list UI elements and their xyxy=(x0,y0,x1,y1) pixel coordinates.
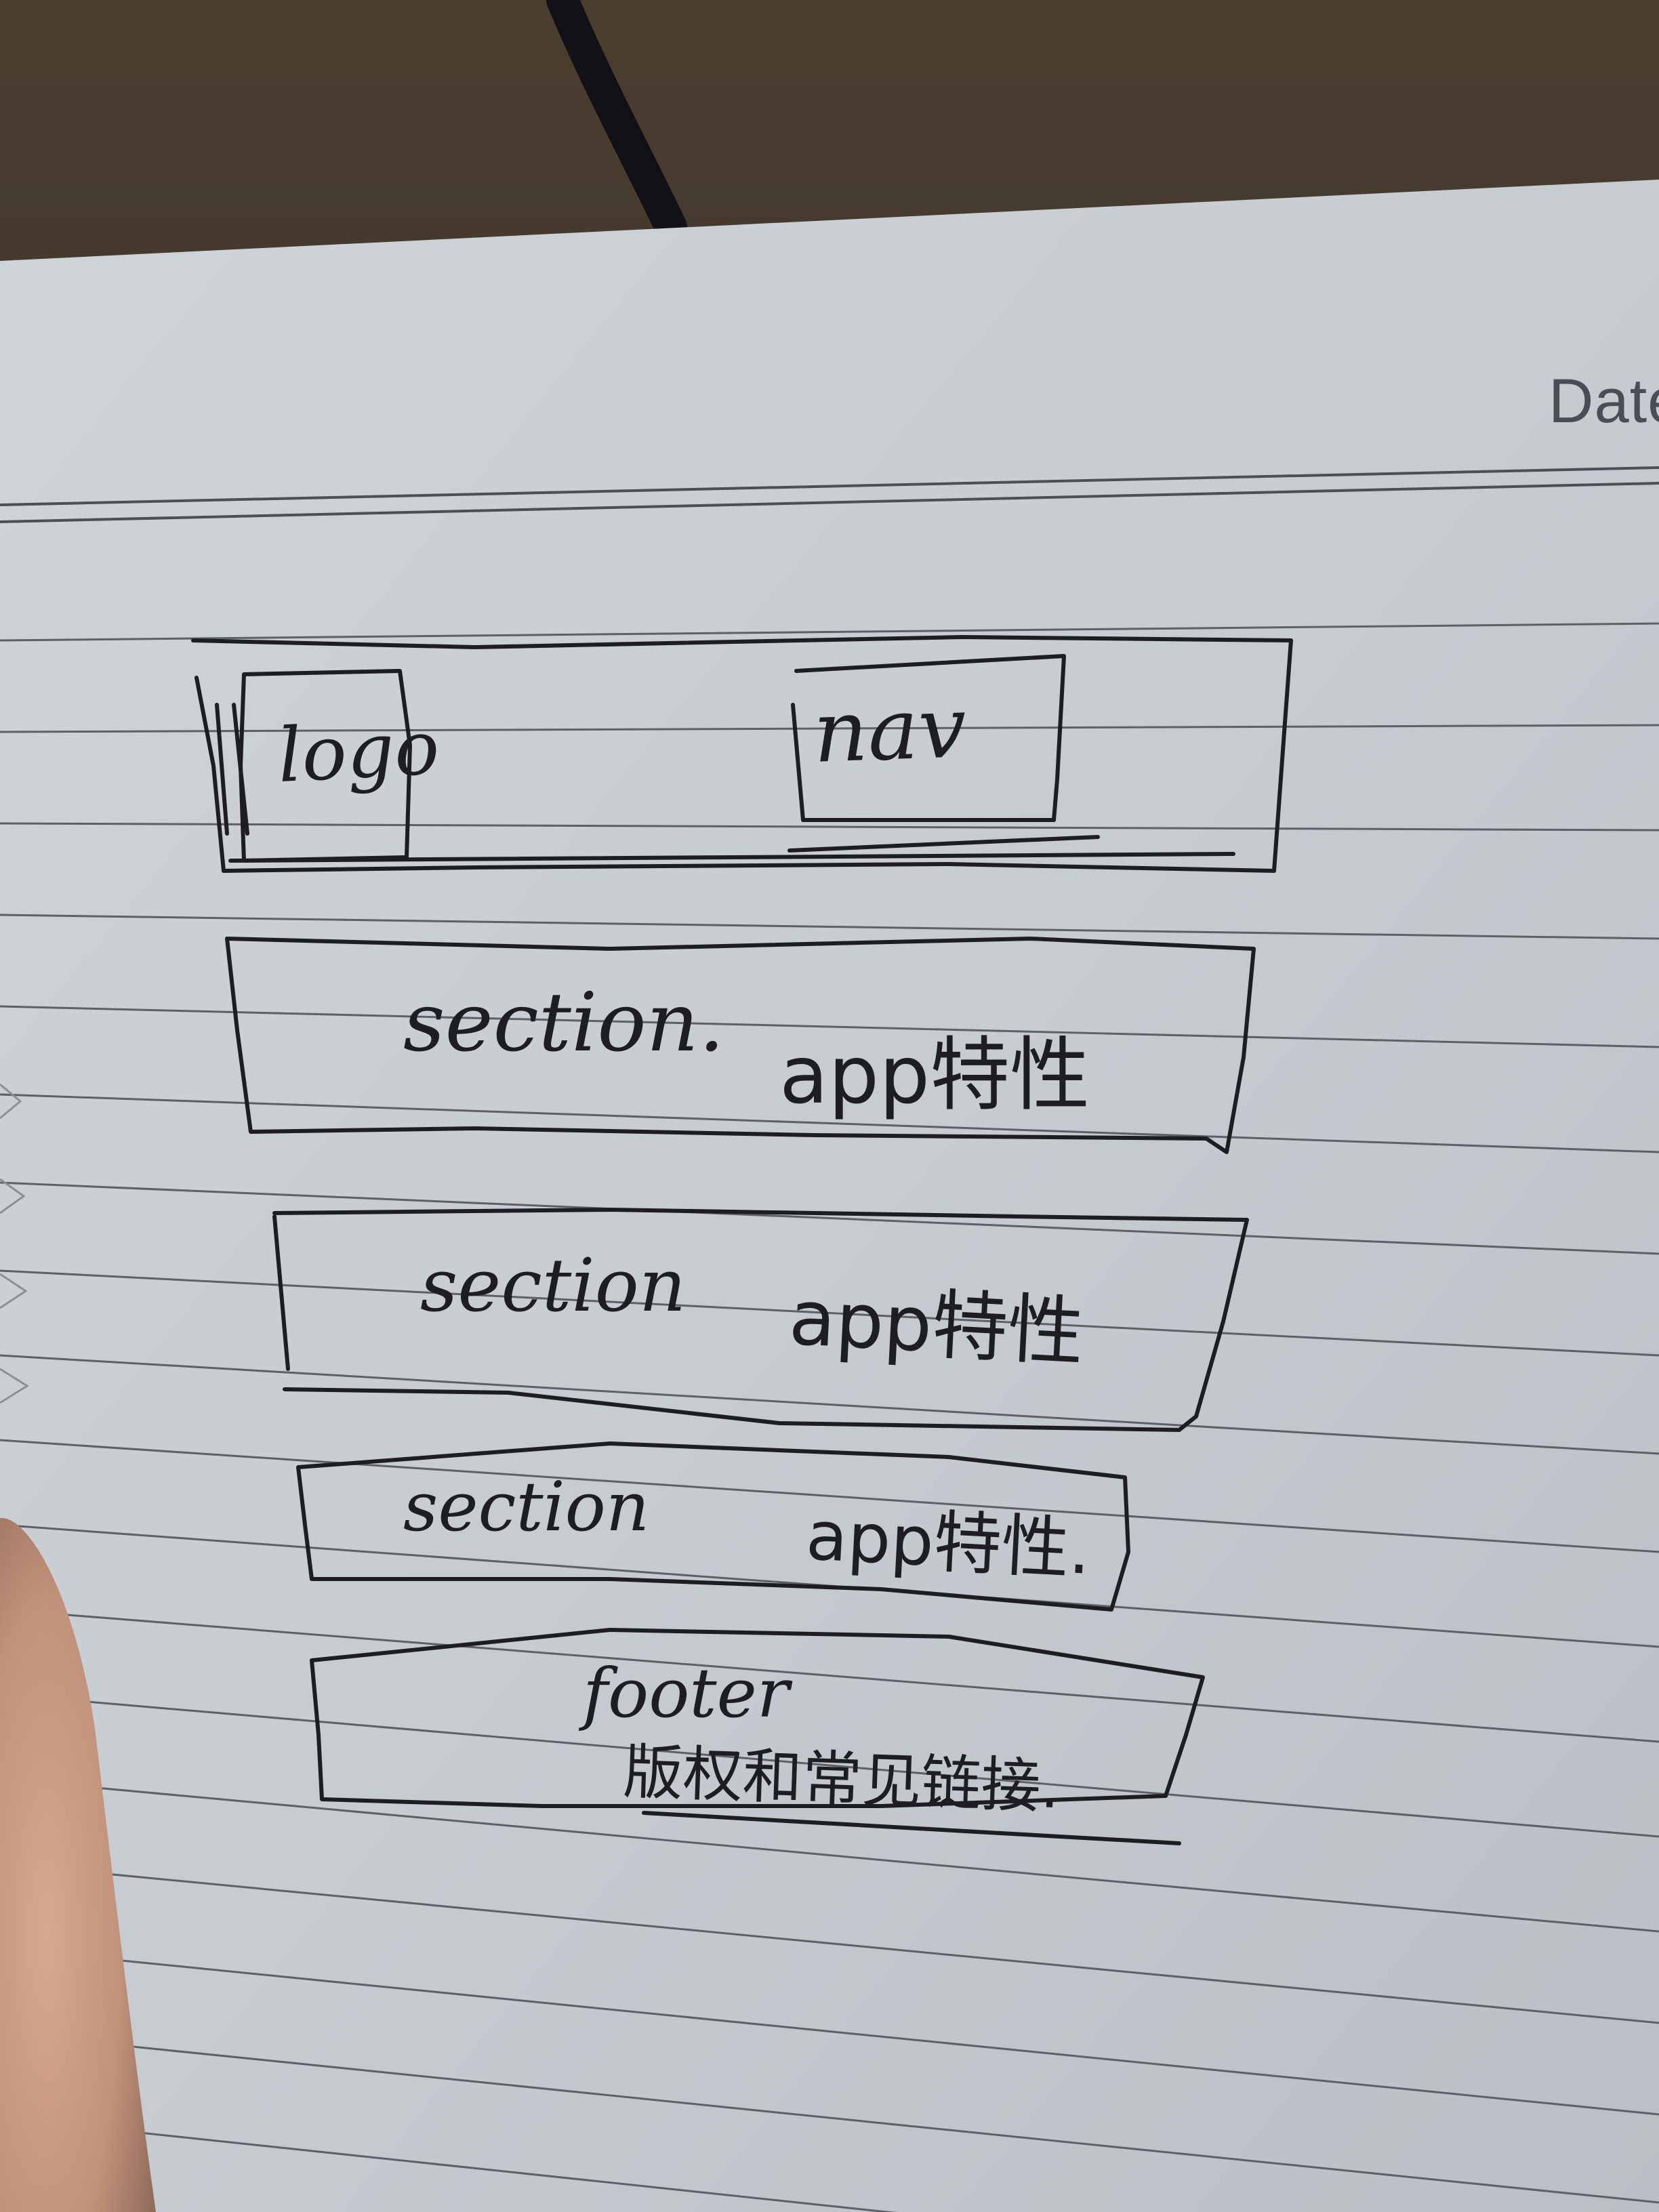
section-box-1 xyxy=(225,937,1256,1154)
logo-label: logo xyxy=(275,703,442,800)
header-box xyxy=(191,635,1293,873)
notebook-page xyxy=(0,180,1659,2212)
nav-label: nav xyxy=(811,678,968,782)
footer-note: 版权和常见链接. xyxy=(622,1736,1061,1822)
cable xyxy=(546,0,687,243)
header-rule-1 xyxy=(0,466,1659,506)
ruled-lines xyxy=(0,622,1659,2212)
section-2-label: section xyxy=(420,1244,687,1328)
footer-box xyxy=(310,1628,1205,1808)
section-box-3 xyxy=(296,1441,1130,1612)
date-label: Date xyxy=(1549,367,1659,436)
section-2-note: app特性 xyxy=(787,1273,1086,1378)
section-3-note: app特性. xyxy=(804,1496,1093,1590)
section-1-note: app特性 xyxy=(779,1028,1090,1122)
nav-box xyxy=(791,654,1066,822)
section-1-label: section. xyxy=(403,976,725,1070)
footer-label: footer xyxy=(583,1654,790,1733)
section-box-2 xyxy=(272,1208,1249,1432)
header-rule-2 xyxy=(0,482,1659,523)
finger xyxy=(0,1517,156,2212)
section-3-label: section xyxy=(403,1467,650,1547)
wireframe-strokes xyxy=(191,635,1293,1845)
page-edges xyxy=(0,1083,29,1404)
